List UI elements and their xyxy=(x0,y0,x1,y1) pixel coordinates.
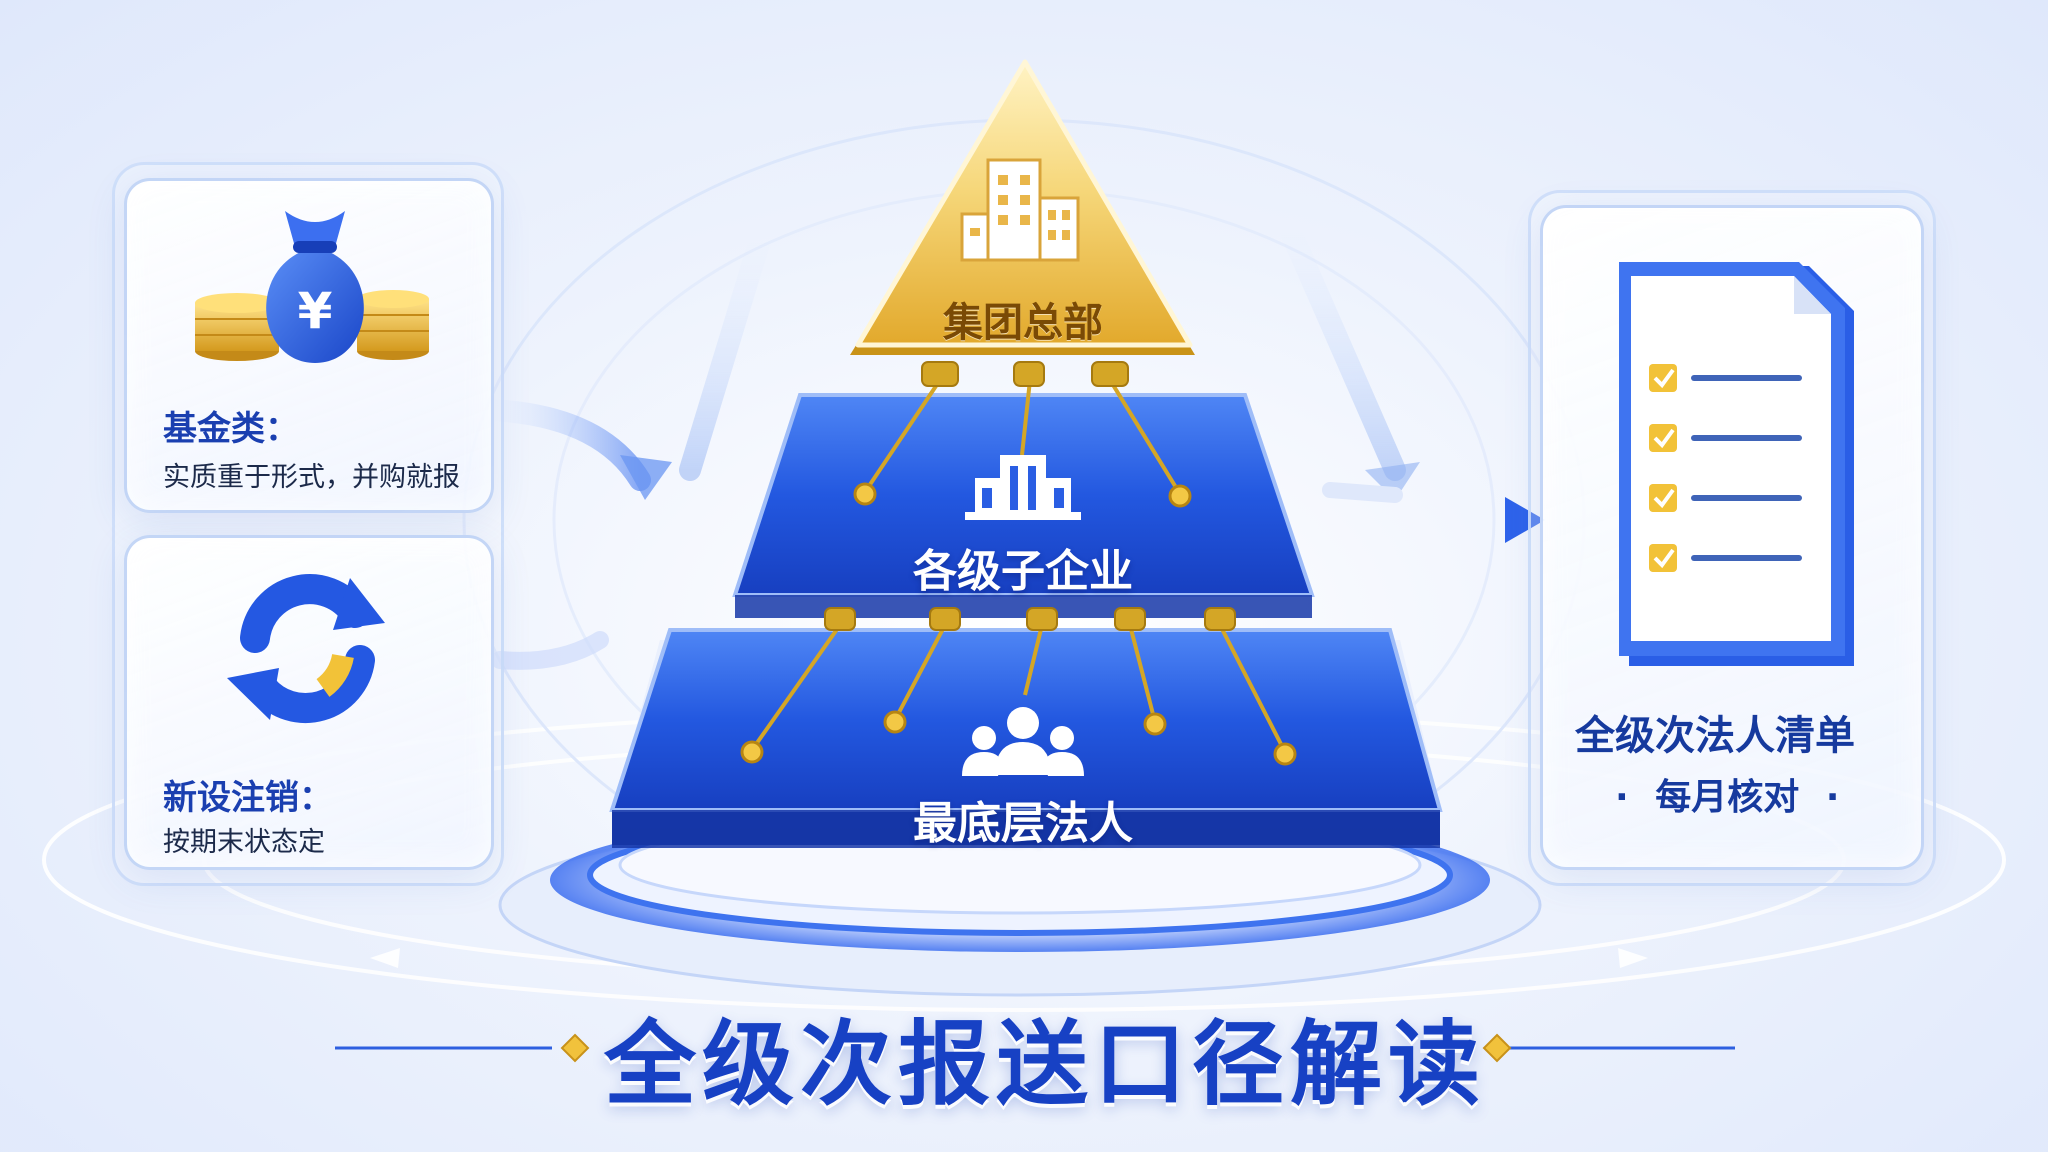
coin-stack-right xyxy=(357,290,429,360)
fund-card-title: 基金类： xyxy=(163,409,299,449)
money-bag: ¥ xyxy=(266,211,364,363)
svg-text:¥: ¥ xyxy=(298,282,333,340)
middle-node-dots xyxy=(853,482,1192,508)
coin-stack-left xyxy=(195,293,279,361)
legal-entity-list-title: 全级次法人清单 xyxy=(1575,713,1855,759)
fund-card: ¥ 基金类： 实质重于形式，并购就报 xyxy=(124,178,494,513)
title-decorations xyxy=(335,1033,1735,1063)
middle-to-bottom-connectors xyxy=(750,623,1287,753)
hq-building-windows xyxy=(970,175,1070,240)
legal-entity-list-card: 全级次法人清单 · 每月核对 · xyxy=(1540,205,1924,870)
new-cancel-card: 新设注销： 按期末状态定 xyxy=(124,535,494,870)
bullet-left: · xyxy=(1615,777,1629,818)
top-to-middle-pins xyxy=(921,361,1129,387)
legal-entities-people-icon xyxy=(962,707,1084,776)
monthly-check-line: · 每月核对 · xyxy=(1615,768,1839,820)
bottom-node-dots xyxy=(740,710,1297,766)
money-bag-icon: ¥ xyxy=(195,211,429,363)
pyramid-middle-label: 各级子企业 xyxy=(913,546,1133,597)
hq-building-icon xyxy=(960,158,1080,262)
monthly-check-text: 每月核对 xyxy=(1655,777,1800,818)
new-cancel-card-description: 按期末状态定 xyxy=(163,827,325,858)
middle-to-bottom-pins xyxy=(824,607,1236,631)
refresh-cycle-icon xyxy=(227,574,385,724)
checklist-items xyxy=(1649,364,1802,572)
fund-card-description: 实质重于形式，并购就报 xyxy=(163,462,460,493)
top-to-middle-connectors xyxy=(863,378,1182,496)
new-cancel-card-title: 新设注销： xyxy=(163,778,333,818)
flow-arrows xyxy=(479,219,1545,670)
subsidiary-building-windows xyxy=(982,466,1064,510)
page-title: 全级次报送口径解读 xyxy=(604,1011,1487,1118)
checklist-document-icon xyxy=(1619,262,1854,666)
pyramid-bottom-label: 最底层法人 xyxy=(913,798,1133,849)
bullet-right: · xyxy=(1825,777,1840,818)
ring-arrows xyxy=(370,948,1648,968)
pyramid-top-label: 集团总部 xyxy=(943,300,1103,346)
